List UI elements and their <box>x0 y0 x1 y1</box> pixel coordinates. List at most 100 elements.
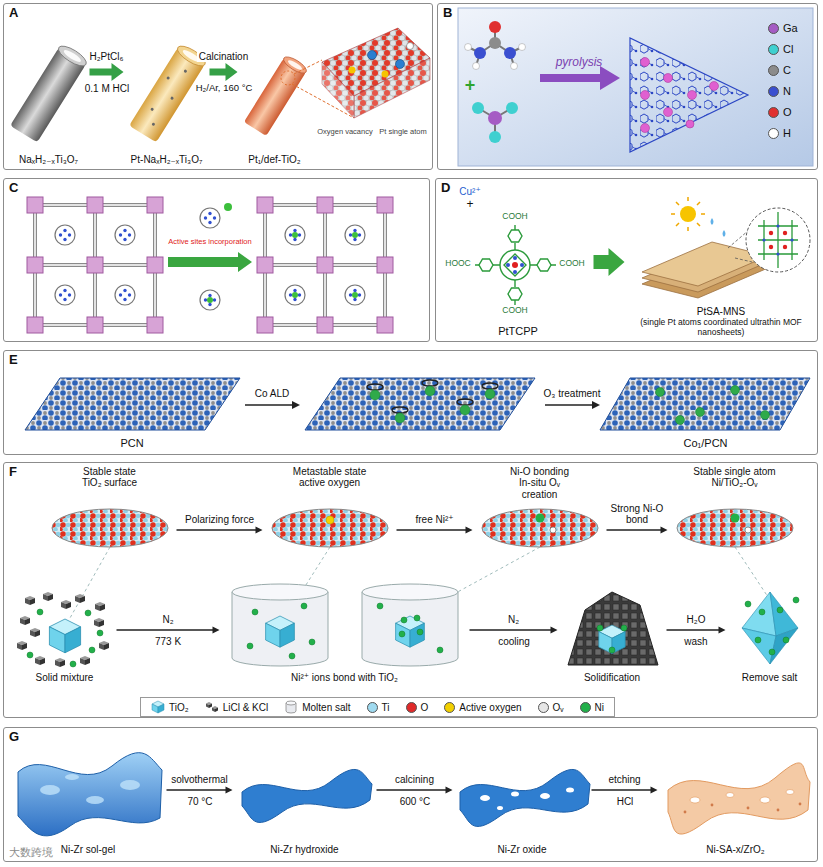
nanotube-illustration <box>287 59 304 72</box>
nanotube-illustration <box>349 67 356 74</box>
panel-letter: E <box>9 353 18 367</box>
molten-salt-illustration <box>94 618 104 627</box>
pcn-sheet-illustration <box>731 386 740 395</box>
zro2-sheet-illustration <box>786 790 794 795</box>
stage-label: Ni-Zr oxide <box>498 844 547 856</box>
stage-box: Ni²⁺ ions bond with TiO₂ <box>222 582 468 686</box>
legend-icon <box>205 700 219 714</box>
pyrolysis-illustration <box>489 21 501 33</box>
flow-arrow <box>592 787 658 794</box>
zro2-sheet-illustration <box>18 753 162 836</box>
annotation-label: + <box>466 198 473 212</box>
species-legend: TiO₂LiCl & KClMolten saltTiOActive oxyge… <box>140 697 615 717</box>
arrow-label: Strong Ni-O bond <box>604 503 670 526</box>
mof-grid-illustration <box>147 197 163 213</box>
pcn-sheet-illustration <box>422 380 438 386</box>
pyrolysis-illustration <box>710 82 719 91</box>
molten-salt-illustration <box>437 647 443 653</box>
stage-box: Ni-O bonding In-situ Oᵥ creation <box>475 465 605 550</box>
zro2-sheet-illustration <box>497 806 503 810</box>
nanotube-illustration <box>396 60 405 69</box>
annotation-label: Cu²⁺ <box>459 186 480 198</box>
mof-grid-illustration <box>27 197 163 333</box>
nanotube-illustration <box>368 51 377 60</box>
stage-box: Pt-NaₓH₂₋ₓTi₃O₇ <box>126 28 208 168</box>
molten-salt-illustration <box>326 516 334 524</box>
stage-label: Ni-O bonding In-situ Oᵥ creation <box>505 466 575 501</box>
pyrolysis-illustration <box>465 44 472 51</box>
annotation-label: + <box>465 75 476 96</box>
stage-label: Solidification <box>584 672 640 684</box>
porphyrin-molecule <box>506 256 524 274</box>
zro2-sheet-illustration <box>566 788 574 793</box>
legend-text: Molten salt <box>302 702 350 713</box>
molten-salt-illustration <box>745 527 751 533</box>
legend-text: Oᵥ <box>553 702 564 713</box>
zro2-sheet-illustration <box>711 804 714 807</box>
pcn-sheet-illustration <box>425 386 435 396</box>
molten-salt-illustration <box>37 609 43 615</box>
pyrolysis-illustration <box>489 37 501 49</box>
panel-letter: A <box>9 6 18 20</box>
annotation-label: 0.1 M HCl <box>85 83 129 95</box>
zro2-sheet-illustration <box>684 803 802 814</box>
pcn-sheet-illustration <box>600 378 810 430</box>
nanosheet-illustration <box>762 224 793 255</box>
stage-label: Co₁/PCN <box>683 437 727 450</box>
stage-label: Ni²⁺ ions bond with TiO₂ <box>291 672 398 684</box>
pcn-sheet-illustration <box>367 384 383 390</box>
pyrolysis-illustration <box>468 27 522 137</box>
nanotube-illustration <box>151 122 155 126</box>
molten-salt-illustration <box>85 610 91 616</box>
molten-salt-illustration <box>232 592 328 666</box>
pcn-sheet-illustration <box>245 404 294 405</box>
mof-grid-illustration <box>352 232 358 238</box>
stage-box: PtSA-MNS(single Pt atoms coordinated ult… <box>627 195 816 340</box>
molten-salt-illustration <box>99 641 109 650</box>
pcn-sheet-illustration <box>656 386 770 425</box>
pcn-sheet-illustration <box>696 408 705 417</box>
legend-swatch <box>444 702 455 713</box>
nanotube-illustration <box>10 42 89 142</box>
mof-grid-illustration <box>55 285 75 305</box>
arrow-label: N₂ <box>506 614 521 626</box>
stage-label: Pt₁/def-TiO₂ <box>248 154 300 166</box>
legend-item: Ni <box>580 702 604 713</box>
legend-item: H <box>768 127 798 139</box>
molten-salt-illustration <box>401 617 407 623</box>
annotation-label: HCl <box>617 796 634 808</box>
pcn-sheet-illustration <box>485 389 495 399</box>
molten-salt-illustration <box>777 607 783 613</box>
molten-salt-illustration <box>55 658 65 667</box>
porphyrin-molecule <box>475 225 556 305</box>
arrow-label: H₂O <box>685 614 708 626</box>
mof-grid-illustration <box>147 317 163 333</box>
mof-grid-illustration <box>27 197 163 333</box>
arrow-label: solvothermal <box>169 774 230 786</box>
zro2-sheet-illustration <box>799 803 802 806</box>
pyrolysis-illustration <box>511 63 518 70</box>
nanotube-illustration <box>183 69 187 73</box>
nanotube-illustration <box>407 43 414 50</box>
pcn-sheet-illustration <box>370 386 495 423</box>
molten-salt-illustration <box>770 628 798 664</box>
nanosheet-illustration <box>776 224 779 227</box>
mof-grid-illustration <box>27 317 43 333</box>
mof-grid-illustration <box>200 208 220 228</box>
porphyrin-molecule <box>513 256 517 260</box>
zro2-sheet-illustration <box>480 795 490 801</box>
molten-salt-illustration <box>247 643 253 649</box>
annotation-label: 600 °C <box>400 796 431 808</box>
legend-icon <box>209 704 212 709</box>
legend-text: Active oxygen <box>459 702 521 713</box>
legend-item: O <box>406 702 429 713</box>
nanotube-illustration <box>281 71 295 85</box>
nanotube-illustration <box>10 28 430 142</box>
molten-salt-illustration <box>745 601 751 607</box>
molten-salt-illustration <box>61 600 71 609</box>
annotation-label: 773 K <box>155 636 181 648</box>
legend-item: LiCl & KCl <box>205 700 269 714</box>
pyrolysis-illustration <box>489 131 501 143</box>
nanosheet-illustration <box>776 252 779 255</box>
legend-item: C <box>768 64 798 76</box>
